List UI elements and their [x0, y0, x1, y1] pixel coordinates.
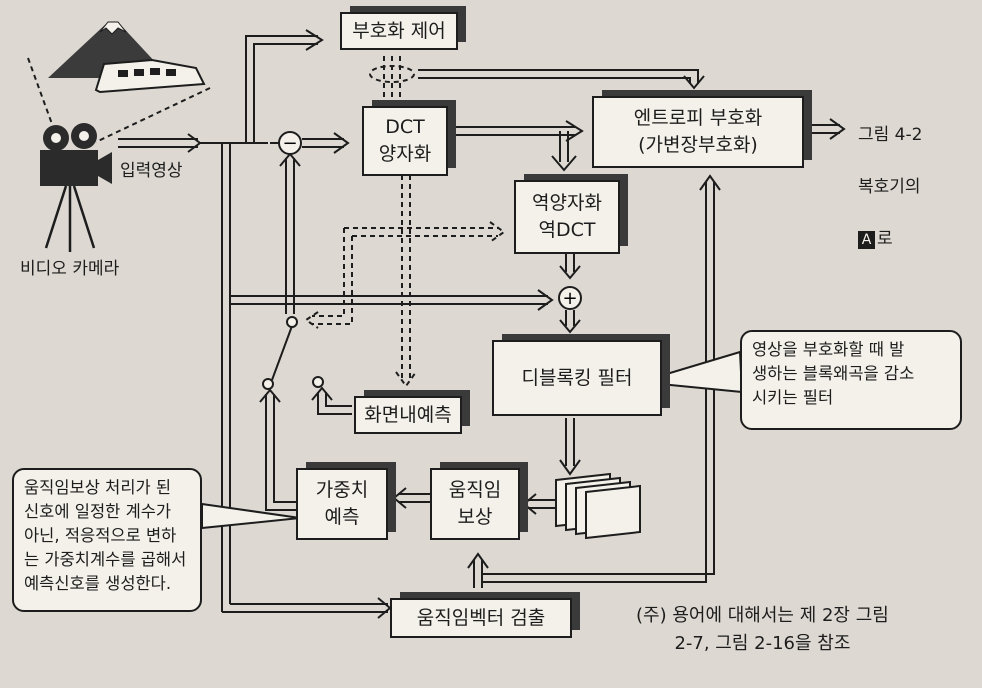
output-line-1: 그림 4-2: [858, 125, 923, 145]
output-suffix: 로: [877, 229, 893, 249]
motion-vector-detection-box: 움직임벡터 검출: [390, 598, 572, 638]
weighted-prediction-box: 가중치 예측: [296, 468, 388, 540]
adder-node: [558, 286, 582, 310]
train-icon: [94, 58, 206, 94]
weighted-prediction-callout: 움직임보상 처리가 된 신호에 일정한 계수가 아닌, 적응적으로 변하 는 가…: [12, 468, 202, 612]
output-line-2: 복호기의: [858, 177, 921, 197]
footnote: (주) 용어에 대해서는 제 2장 그림 2-7, 그림 2-16을 참조: [636, 605, 889, 654]
deblocking-callout: 영상을 부호화할 때 발 생하는 블록왜곡을 감소 시키는 필터: [740, 330, 962, 430]
input-label: 입력영상: [120, 161, 183, 181]
frame-stack-icon: [555, 472, 641, 540]
switch-contact-weighted: [262, 378, 274, 390]
intra-prediction-box: 화면내예측: [354, 396, 462, 434]
switch-contact-intra: [312, 376, 324, 388]
video-camera-icon: [40, 123, 112, 252]
subtract-symbol: −: [282, 133, 297, 154]
dct-quantization-box: DCT 양자화: [362, 106, 448, 176]
output-badge: A: [858, 231, 875, 249]
entropy-coding-box: 엔트로피 부호화 (가변장부호화): [592, 96, 804, 168]
deblocking-filter-box: 디블록킹 필터: [492, 340, 662, 416]
subtractor-node: [278, 131, 302, 155]
coding-control-box: 부호화 제어: [340, 12, 458, 50]
switch-pivot: [286, 316, 298, 328]
inverse-quantization-box: 역양자화 역DCT: [514, 180, 620, 254]
motion-compensation-box: 움직임 보상: [430, 468, 520, 540]
add-symbol: +: [562, 288, 577, 309]
camera-label: 비디오 카메라: [20, 259, 120, 279]
